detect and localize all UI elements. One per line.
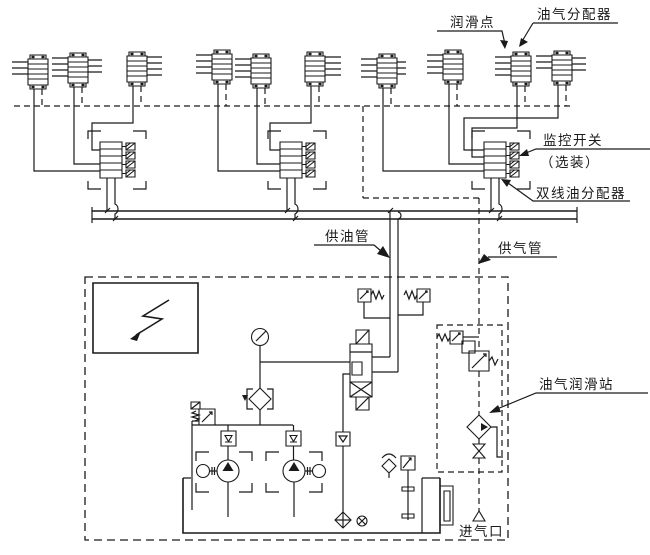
pressure-gauge: [252, 329, 269, 389]
monitor-switches: [121, 142, 136, 178]
motor: [313, 465, 326, 478]
oil-air-distributors-row: [27, 49, 573, 90]
label-text: （选装）: [540, 155, 600, 171]
oil-main-lines: [92, 207, 577, 223]
oil-air-distributor: [510, 51, 532, 87]
lightning-icon: [136, 300, 169, 335]
leader-arrow: [519, 149, 529, 156]
shutoff-valve: [473, 444, 485, 458]
station-boundary: [85, 277, 508, 540]
check-valve-right: [285, 430, 302, 447]
label-dual-line-distributor: 双线油分配器: [501, 179, 630, 202]
oil-air-distributor: [442, 49, 464, 85]
breather: [382, 454, 396, 478]
air-regulator: [462, 341, 498, 371]
oil-air-mixing-valve: [467, 415, 503, 457]
monitor-switches: [301, 142, 316, 178]
check-valve-left: [220, 430, 237, 447]
label-text: 监控开关: [543, 133, 603, 149]
leader-arrow: [478, 254, 491, 264]
oil-filter: [242, 388, 273, 425]
label-text: 油气分配器: [537, 7, 612, 23]
label-text: 润滑点: [450, 15, 495, 31]
label-text: 双线油分配器: [536, 186, 626, 202]
label-air-supply-pipe: 供气管: [478, 241, 557, 264]
leader-arrow: [500, 40, 508, 49]
label-text: 供气管: [498, 241, 543, 257]
oil-air-distributor: [211, 49, 233, 85]
leader-arrow: [501, 179, 511, 187]
oil-air-distributor: [27, 54, 49, 90]
pressure-switch-right: [398, 289, 430, 315]
level-switch: [401, 456, 415, 520]
air-header-line: [14, 84, 570, 106]
leader-arrow: [489, 405, 501, 413]
oil-air-distributor: [304, 51, 326, 87]
label-text: 供油管: [325, 229, 370, 245]
oil-tank: [183, 478, 453, 533]
air-supply-line: [363, 106, 479, 511]
drain-plug: [357, 516, 367, 526]
air-pressure-switch: [437, 331, 479, 344]
lube-point-lines: [12, 55, 586, 77]
dual-line-distributor-left: [87, 130, 147, 219]
label-oil-air-station: 油气润滑站: [489, 377, 648, 413]
motor: [197, 465, 210, 478]
reversing-valve: [260, 330, 398, 432]
pump-group-right: [266, 452, 326, 517]
pressure-switch-left: [358, 289, 390, 318]
monitor-switches: [505, 142, 520, 178]
oil-air-distributor: [126, 51, 148, 87]
dual-line-distributor-right: [471, 130, 531, 219]
label-oil-air-distributor: 油气分配器: [519, 7, 618, 47]
oil-feed-lines: [34, 84, 558, 171]
oil-air-distributor: [551, 50, 573, 86]
air-inlet-port: [473, 511, 485, 521]
label-text: 油气润滑站: [539, 377, 614, 393]
label-monitor-switch: 监控开关 （选装）: [519, 133, 650, 171]
suction-strainer: [335, 512, 351, 528]
oil-supply-line: [390, 211, 401, 372]
label-lube-point: 润滑点: [437, 15, 508, 49]
air-unit-boundary: [437, 325, 502, 472]
oil-air-distributor: [250, 53, 272, 89]
relief-valve: [191, 402, 293, 510]
dual-line-distributor-middle: [267, 130, 327, 219]
leader-arrow: [377, 246, 390, 258]
leader-arrow: [519, 38, 528, 47]
oil-air-distributor: [67, 52, 89, 88]
label-air-inlet: 进气口: [459, 524, 504, 540]
label-oil-supply-pipe: 供油管: [314, 229, 390, 258]
oil-air-distributor: [376, 53, 398, 89]
pump-group-left: [196, 452, 252, 517]
return-valve: [336, 432, 350, 512]
label-text: 进气口: [459, 524, 504, 540]
electric-control-box: [93, 283, 198, 353]
